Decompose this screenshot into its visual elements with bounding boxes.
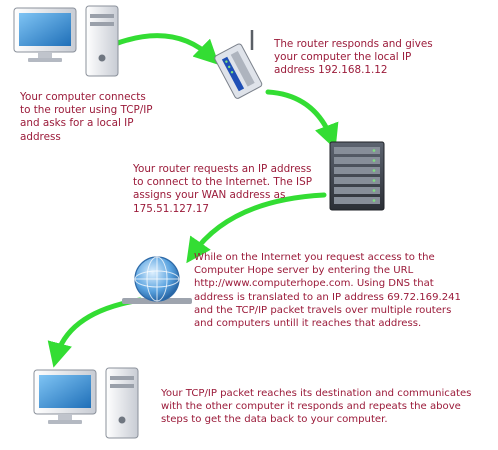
flow-arrow-1 bbox=[112, 33, 220, 65]
step-5-text: Your TCP/IP packet reaches its destinati… bbox=[161, 388, 472, 426]
desktop-computer-icon bbox=[13, 5, 119, 77]
router-icon bbox=[214, 30, 263, 99]
flow-arrow-4 bbox=[47, 297, 143, 368]
flow-arrow-2 bbox=[265, 89, 339, 150]
step-2-text: The router responds and gives your compu… bbox=[274, 38, 433, 77]
desktop-computer-icon bbox=[33, 367, 139, 439]
step-3-text: Your router requests an IP address to co… bbox=[133, 163, 312, 215]
server-rack-icon bbox=[329, 141, 385, 211]
flow-arrow-3 bbox=[186, 192, 327, 264]
step-1-text: Your computer connects to the router usi… bbox=[20, 91, 153, 143]
internet-globe-icon bbox=[122, 256, 192, 304]
step-4-text: While on the Internet you request access… bbox=[194, 252, 461, 330]
